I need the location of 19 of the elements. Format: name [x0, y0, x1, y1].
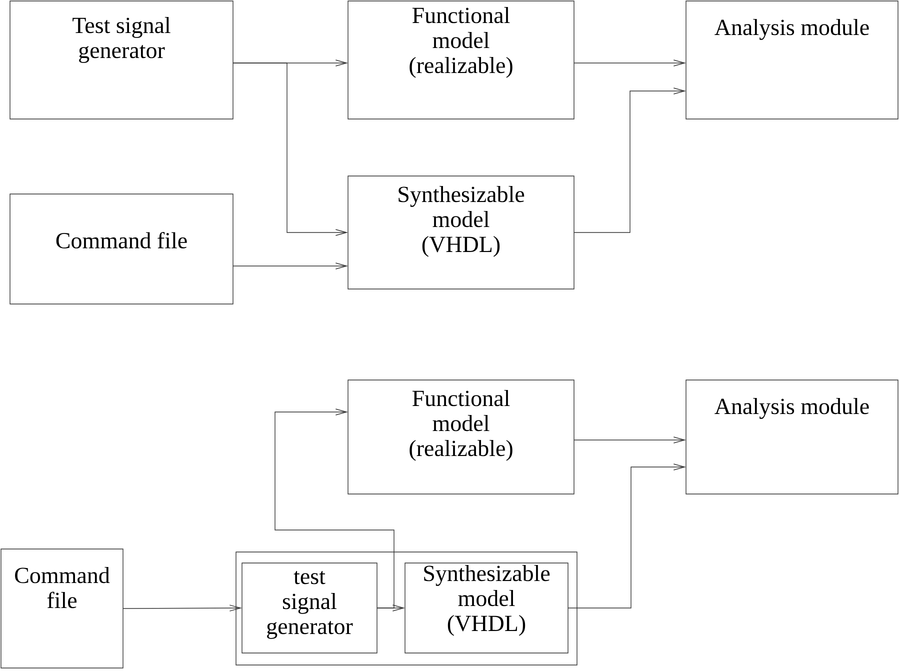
process-box: Functional model (realizable): [348, 380, 574, 494]
arrow: [568, 464, 686, 608]
process-box: test signal generator: [242, 562, 378, 654]
arrow: [232, 62, 348, 236]
process-box: Functional model (realizable): [348, 0, 574, 120]
arrow: [574, 88, 686, 233]
arrow: [122, 604, 242, 612]
arrow: [232, 262, 348, 270]
arrow: [574, 60, 686, 66]
process-box: Analysis module: [686, 0, 898, 120]
process-box: Synthesizable model (VHDL): [404, 562, 568, 654]
container-box: [236, 552, 578, 666]
arrow: [574, 436, 686, 444]
process-box: Test signal generator: [10, 0, 234, 120]
process-box: Synthesizable model (VHDL): [348, 176, 574, 290]
process-box: Command file: [0, 548, 124, 668]
arrow: [274, 408, 394, 608]
process-box: Analysis module: [686, 380, 898, 494]
process-box: Command file: [10, 194, 234, 304]
